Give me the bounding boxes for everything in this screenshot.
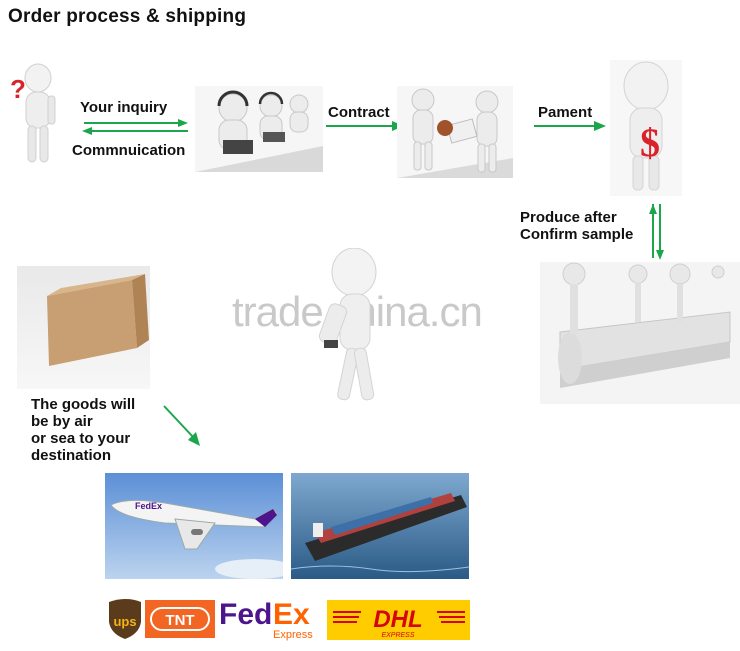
arrow-to-contract <box>326 121 404 131</box>
handshake-icon <box>397 86 513 178</box>
plane-livery: FedEx <box>135 501 162 511</box>
ship-icon <box>305 493 467 561</box>
question-mark-icon: ? <box>10 74 26 104</box>
dollar-icon: $ <box>640 120 660 165</box>
page-title: Order process & shipping <box>8 6 247 27</box>
payment-label: Pament <box>538 104 593 121</box>
svg-text:TNT: TNT <box>165 612 194 629</box>
ship-image <box>291 473 469 579</box>
svg-text:Ex: Ex <box>273 598 310 631</box>
conveyor-icon <box>540 262 740 404</box>
inquiry-label: Your inquiry <box>80 99 168 116</box>
svg-text:EXPRESS: EXPRESS <box>381 632 414 639</box>
airplane-icon <box>110 499 278 550</box>
produce-label-line1: Produce after <box>520 209 617 226</box>
contract-label: Contract <box>328 104 390 121</box>
two-way-arrow <box>82 119 188 135</box>
shipping-label-line3: or sea to your <box>31 430 131 447</box>
ups-logo: ups <box>109 599 141 639</box>
svg-text:DHL: DHL <box>373 606 422 633</box>
question-person-figure: ? <box>10 63 56 163</box>
airplane-image: FedEx <box>105 473 283 579</box>
walking-figure <box>318 248 377 401</box>
shipping-label-line2: be by air <box>31 413 93 430</box>
headset-icon <box>195 86 323 172</box>
fedex-logo: Fed Ex Express <box>219 598 313 641</box>
payment-figure: $ <box>610 60 682 196</box>
shipping-label-line4: destination <box>31 447 112 464</box>
svg-text:ups: ups <box>113 614 136 629</box>
produce-label-line2: Confirm sample <box>520 226 634 243</box>
shipping-label-line1: The goods will <box>31 396 136 413</box>
communication-label: Commnuication <box>72 142 186 159</box>
dhl-logo: DHL EXPRESS <box>327 600 470 640</box>
arrow-to-production <box>649 204 664 260</box>
svg-text:Express: Express <box>273 629 313 641</box>
arrow-to-payment <box>534 121 606 131</box>
box-icon <box>47 274 149 366</box>
svg-text:Fed: Fed <box>219 598 272 631</box>
box-image <box>17 266 150 389</box>
tnt-logo: TNT <box>145 600 215 638</box>
arrow-to-shipping <box>163 405 200 446</box>
